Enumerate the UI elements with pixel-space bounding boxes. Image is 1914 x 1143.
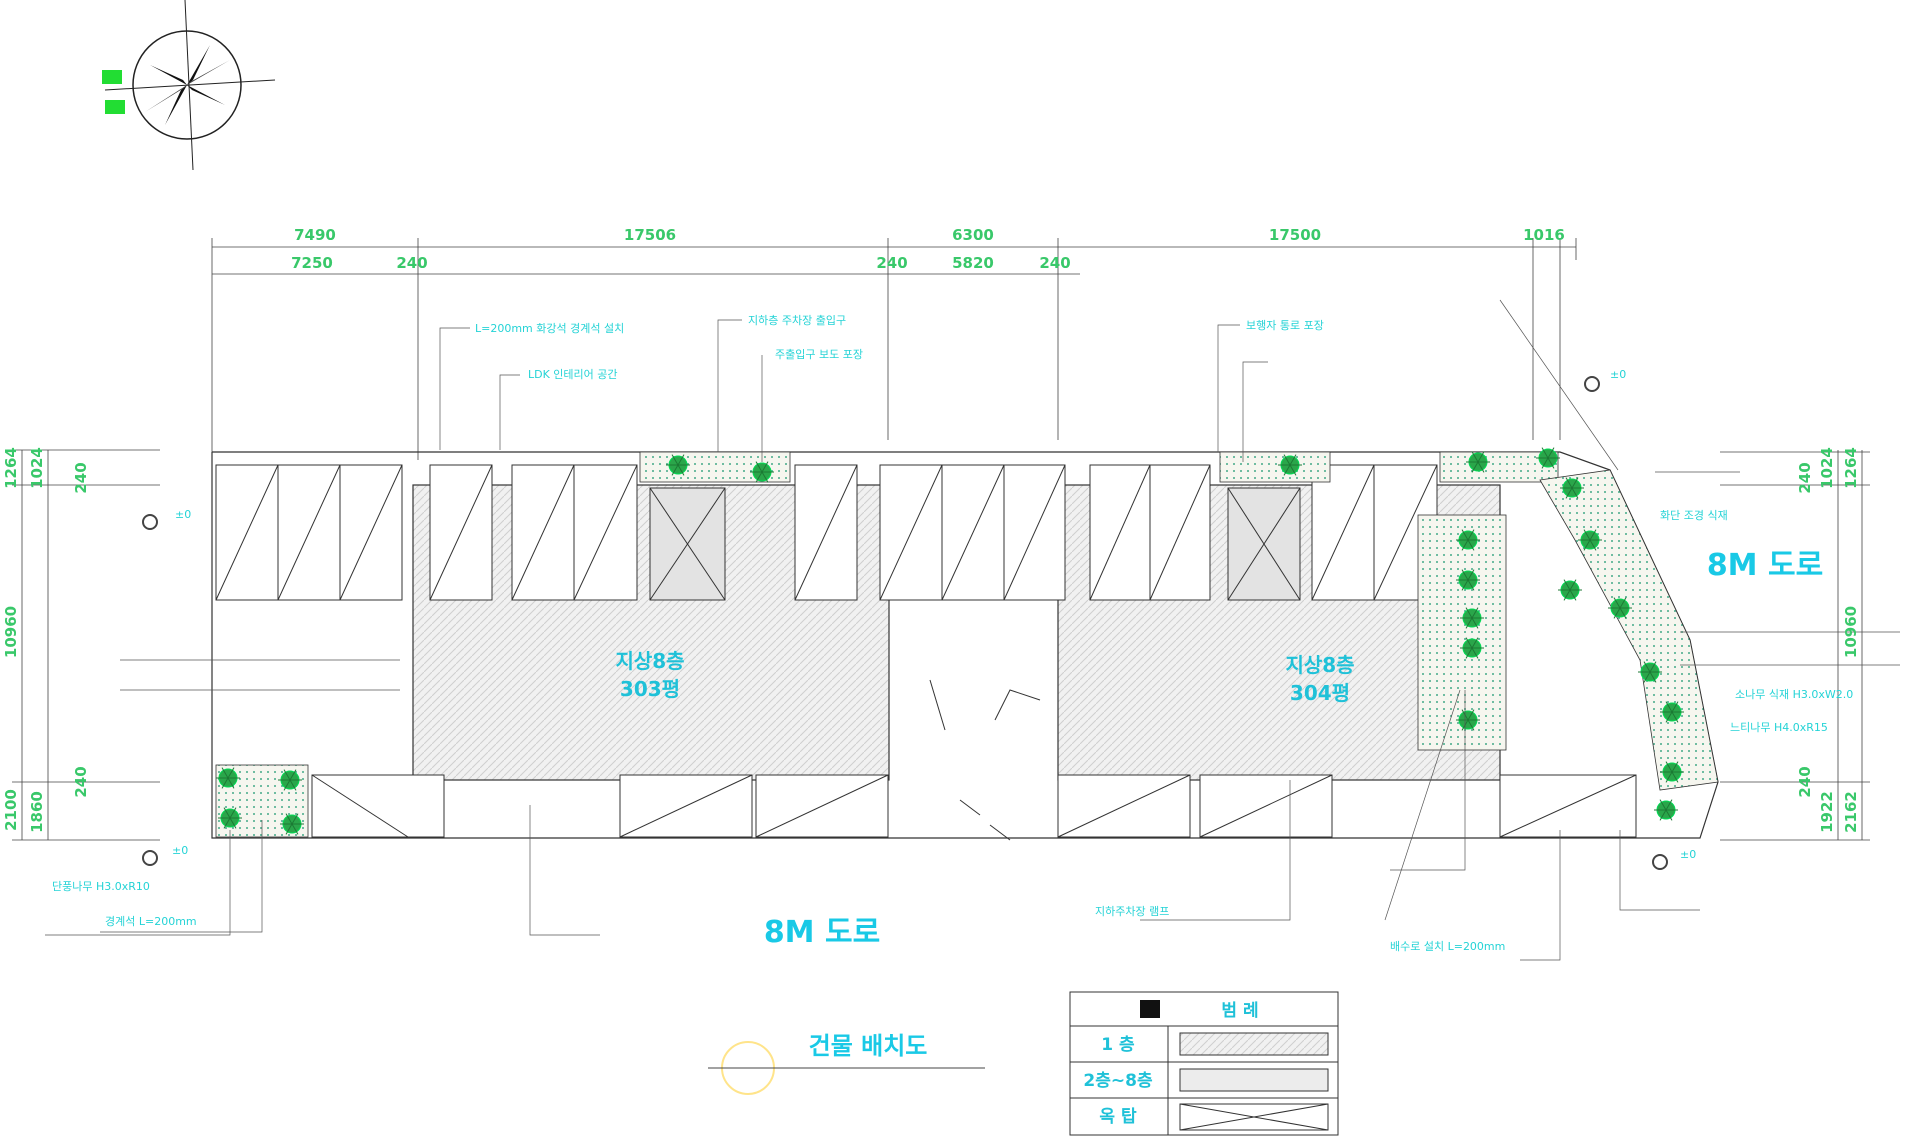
right-dimension-texts: 240 1024 1264 10960 240 1922 2162 xyxy=(1796,447,1860,833)
dim-top-3: 6300 xyxy=(952,226,994,244)
dim-top-4: 17500 xyxy=(1269,226,1321,244)
tree-icon xyxy=(1456,529,1480,551)
tree-icon xyxy=(1460,607,1484,629)
dim-right-1: 240 xyxy=(1796,462,1814,493)
tree-icon xyxy=(1558,579,1582,601)
note-12: 배수로 설치 L=200mm xyxy=(1390,940,1505,953)
note-1: L=200mm 화강석 경계석 설치 xyxy=(475,322,624,335)
tree-icon xyxy=(1638,661,1662,683)
annotation-notes: L=200mm 화강석 경계석 설치 LDK 인테리어 공간 지하층 주차장 출… xyxy=(52,313,1853,953)
road-label-east: 8M 도로 xyxy=(1707,548,1823,583)
dim-top-1: 7490 xyxy=(294,226,336,244)
driveway-arrows xyxy=(929,679,1041,841)
elevation-label-2: ±0 xyxy=(172,844,188,857)
tree-icon xyxy=(1660,761,1684,783)
dim-top-2: 17506 xyxy=(624,226,676,244)
legend-row-2: 2층~8층 xyxy=(1083,1071,1153,1091)
tree-icon xyxy=(666,454,690,476)
tree-icon xyxy=(216,767,240,789)
elevation-label-4: ±0 xyxy=(1680,848,1696,861)
note-7: 소나무 식재 H3.0xW2.0 xyxy=(1735,688,1853,701)
building-1-units: 303평 xyxy=(620,677,680,701)
tree-icon xyxy=(1560,477,1584,499)
dim-left-3: 240 xyxy=(72,462,90,493)
elevation-label-1: ±0 xyxy=(175,508,191,521)
elevation-texts: ±0 ±0 ±0 ±0 xyxy=(172,368,1696,861)
tree-icon xyxy=(750,461,774,483)
dim-left-4: 10960 xyxy=(2,606,20,658)
tree-icon xyxy=(1578,529,1602,551)
dim-left-5: 2100 xyxy=(2,789,20,831)
tree-icon xyxy=(280,813,304,835)
note-3: 지하층 주차장 출입구 xyxy=(748,313,846,327)
legend-row-3: 옥 탑 xyxy=(1099,1106,1137,1127)
dim-right-5: 240 xyxy=(1796,766,1814,797)
dim-right-7: 2162 xyxy=(1842,791,1860,833)
note-8: 느티나무 H4.0xR15 xyxy=(1730,721,1828,734)
legend-row-1: 1 층 xyxy=(1101,1035,1135,1055)
note-10: 경계석 L=200mm xyxy=(105,915,197,928)
tree-icon xyxy=(218,807,242,829)
tree-icon xyxy=(1456,569,1480,591)
parking-bays-top xyxy=(215,464,1438,601)
building-1-name: 지상8층 xyxy=(615,649,684,673)
dim-sub-3: 240 xyxy=(876,254,907,272)
dim-sub-5: 240 xyxy=(1039,254,1070,272)
elevation-markers xyxy=(142,376,1668,870)
note-2: LDK 인테리어 공간 xyxy=(528,368,618,381)
top-dimension-texts: 7490 17506 6300 17500 1016 7250 240 240 … xyxy=(291,226,1565,272)
dim-top-5: 1016 xyxy=(1523,226,1565,244)
dim-left-1: 1264 xyxy=(2,447,20,489)
elevation-label-3: ±0 xyxy=(1610,368,1626,381)
top-dimension-lines xyxy=(211,238,1577,460)
dim-left-6: 1860 xyxy=(28,791,46,833)
building-2-name: 지상8층 xyxy=(1285,653,1354,677)
legend-texts: 범 례 1 층 2층~8층 옥 탑 xyxy=(1083,1001,1258,1127)
road-label-south: 8M 도로 xyxy=(764,915,880,950)
building-labels: 지상8층 303평 지상8층 304평 xyxy=(615,649,1354,705)
right-dimension-lines xyxy=(1720,450,1870,841)
note-9: 단풍나무 H3.0xR10 xyxy=(52,880,150,893)
dim-right-2: 1024 xyxy=(1818,447,1836,489)
tree-icon xyxy=(278,769,302,791)
tree-icon xyxy=(1608,597,1632,619)
dim-sub-1: 7250 xyxy=(291,254,333,272)
dim-sub-4: 5820 xyxy=(952,254,994,272)
note-4: 주출입구 보도 포장 xyxy=(775,348,863,361)
legend-box xyxy=(1069,991,1339,1136)
note-6: 화단 조경 식재 xyxy=(1660,509,1728,522)
dim-left-2: 1024 xyxy=(28,447,46,489)
dim-sub-2: 240 xyxy=(396,254,427,272)
dim-right-4: 10960 xyxy=(1842,606,1860,658)
dim-left-7: 240 xyxy=(72,766,90,797)
tree-icon xyxy=(1660,701,1684,723)
dim-right-3: 1264 xyxy=(1842,447,1860,489)
tree-icon xyxy=(1536,447,1560,469)
parking-bays-bottom xyxy=(311,774,1637,838)
left-dimension-texts: 1264 1024 240 10960 2100 1860 240 xyxy=(2,447,90,833)
note-5: 보행자 통로 포장 xyxy=(1246,319,1324,332)
legend-title: 범 례 xyxy=(1221,1001,1258,1021)
tree-symbols xyxy=(216,447,1684,835)
tree-icon xyxy=(1466,451,1490,473)
tree-icon xyxy=(1460,637,1484,659)
tree-icon xyxy=(1278,454,1302,476)
dim-right-6: 1922 xyxy=(1818,791,1836,833)
note-11: 지하주차장 램프 xyxy=(1095,904,1169,918)
building-2-units: 304평 xyxy=(1290,681,1350,705)
drawing-title: 건물 배치도 xyxy=(809,1032,928,1060)
tree-icon xyxy=(1654,799,1678,821)
north-arrow-icon xyxy=(102,0,276,171)
left-dimension-lines xyxy=(12,449,160,841)
leader-lines xyxy=(45,299,1900,961)
